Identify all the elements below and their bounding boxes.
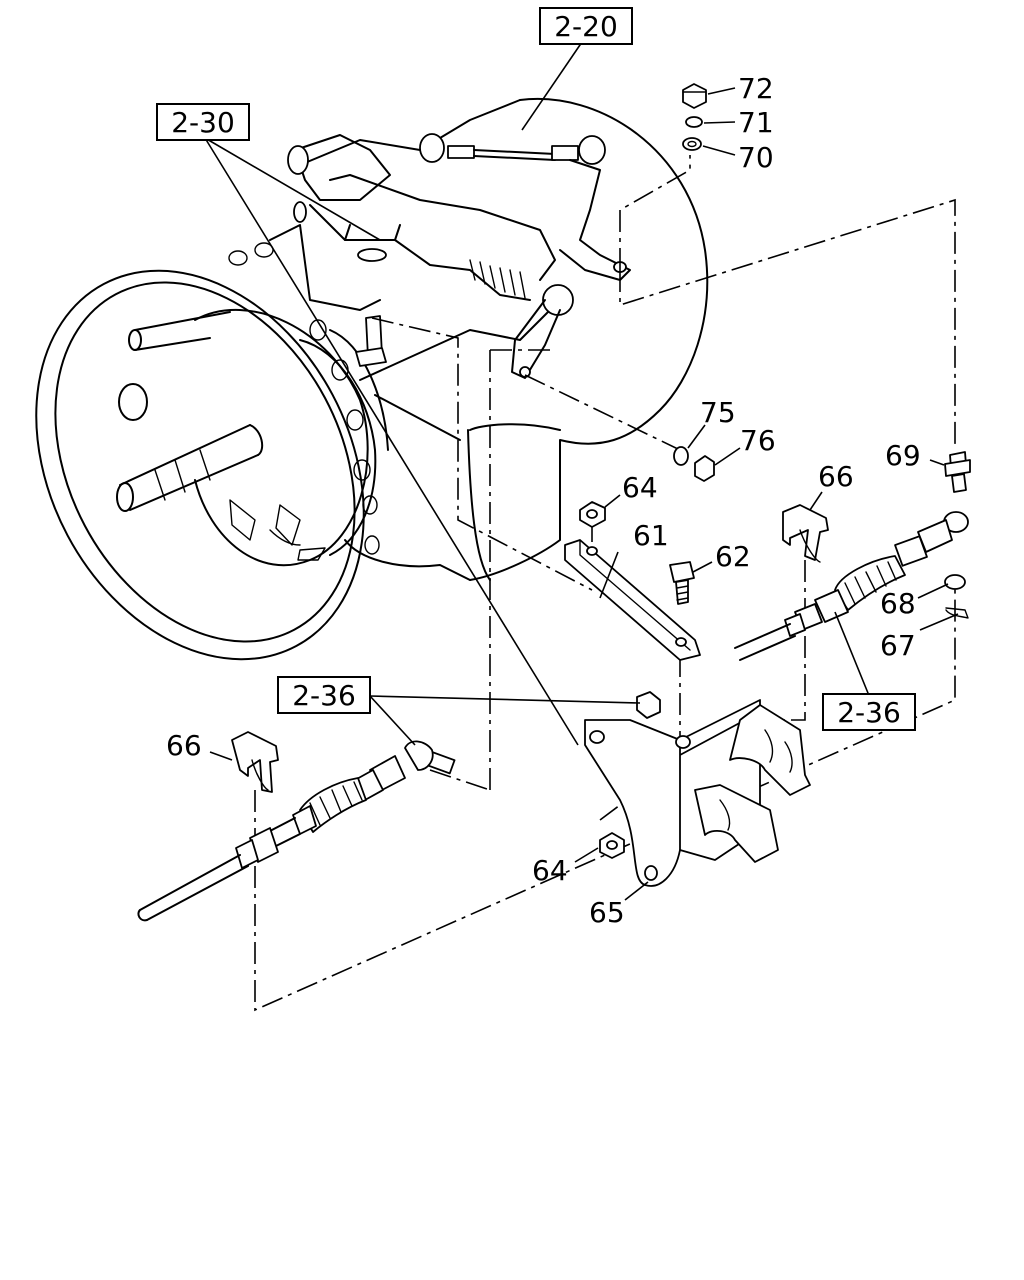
reference-2-36-right: 2-36 [822,693,916,731]
callout-71: 71 [738,106,774,139]
callout-64-upper: 64 [622,471,658,504]
callout-75: 75 [700,396,736,429]
stay-61 [564,539,701,661]
reference-2-20-label: 2-20 [554,10,618,43]
part-callouts: 72 71 70 75 76 69 64 66 61 62 68 67 66 6… [166,72,921,929]
callout-67: 67 [880,629,916,662]
transmission-housing [35,97,709,661]
reference-2-30: 2-30 [156,103,250,141]
callout-66-upper: 66 [818,460,854,493]
washer-70 [682,137,702,151]
reference-2-36-left-label: 2-36 [292,679,356,712]
callout-65: 65 [589,896,625,929]
callout-69: 69 [885,439,921,472]
nut-76 [694,455,715,482]
reference-2-30-label: 2-30 [171,106,235,139]
spring-washer-75 [673,446,689,466]
leader-lines [204,41,959,901]
callout-61: 61 [633,519,669,552]
callout-76: 76 [740,424,776,457]
callout-66-lower: 66 [166,729,202,762]
reference-2-36-left: 2-36 [277,676,371,714]
cable-left [137,731,456,922]
nut-64-lower [599,832,625,859]
spring-washer-71 [685,116,703,128]
callout-64-lower: 64 [532,854,568,887]
callout-72: 72 [738,72,774,105]
shift-linkage [287,133,631,379]
bolt-62 [669,561,695,605]
callout-62: 62 [715,540,751,573]
reference-2-36-right-label: 2-36 [837,696,901,729]
callout-70: 70 [738,141,774,174]
cable-right [734,451,971,661]
nut-64-upper [579,501,606,528]
nut-72 [682,83,707,109]
nut-2-36-bracket [636,691,661,719]
callout-68: 68 [880,587,916,620]
cable-bracket-65 [584,699,811,887]
reference-2-20: 2-20 [539,7,633,45]
